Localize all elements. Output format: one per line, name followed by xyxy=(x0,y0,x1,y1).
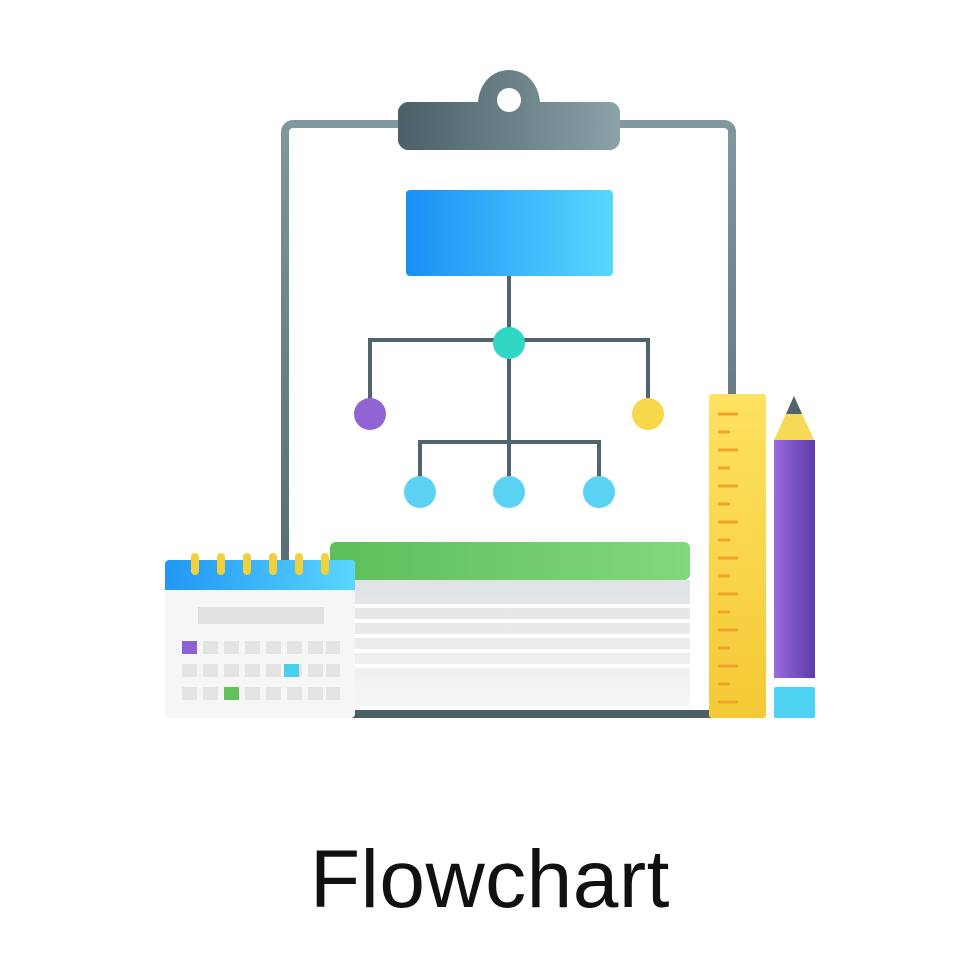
flowchart-diagram-icon xyxy=(354,190,664,508)
flowchart-node-purple xyxy=(354,398,386,430)
caption-title: Flowchart xyxy=(310,834,670,925)
flowchart-top-box xyxy=(406,190,613,276)
document-text-lines xyxy=(352,604,690,668)
calendar-rings xyxy=(191,553,329,575)
flowchart-hub-node xyxy=(493,327,525,359)
calendar-day-cyan xyxy=(284,664,299,677)
calendar-body xyxy=(165,560,355,718)
pencil-eraser xyxy=(774,687,815,718)
calendar-icon xyxy=(165,553,355,718)
ruler-icon xyxy=(709,394,766,718)
calendar-day-purple xyxy=(182,641,197,654)
clipboard-clip-hole xyxy=(497,88,521,112)
document-lines-panel xyxy=(330,580,690,706)
pencil-band xyxy=(774,678,815,687)
calendar-header xyxy=(165,560,355,590)
flowchart-node-yellow xyxy=(632,398,664,430)
pencil-wood xyxy=(774,396,814,440)
ruler-body xyxy=(709,394,766,718)
pencil-body xyxy=(774,440,815,678)
pencil-icon xyxy=(774,396,815,718)
pencil-lead xyxy=(786,396,802,414)
calendar-day-green xyxy=(224,687,239,700)
flowchart-node-left xyxy=(404,476,436,508)
calendar-month-bar xyxy=(198,607,324,624)
ruler-ticks xyxy=(718,412,738,704)
document-green-bar xyxy=(330,542,690,580)
flowchart-node-right xyxy=(583,476,615,508)
document-block xyxy=(330,542,690,706)
flowchart-node-center xyxy=(493,476,525,508)
